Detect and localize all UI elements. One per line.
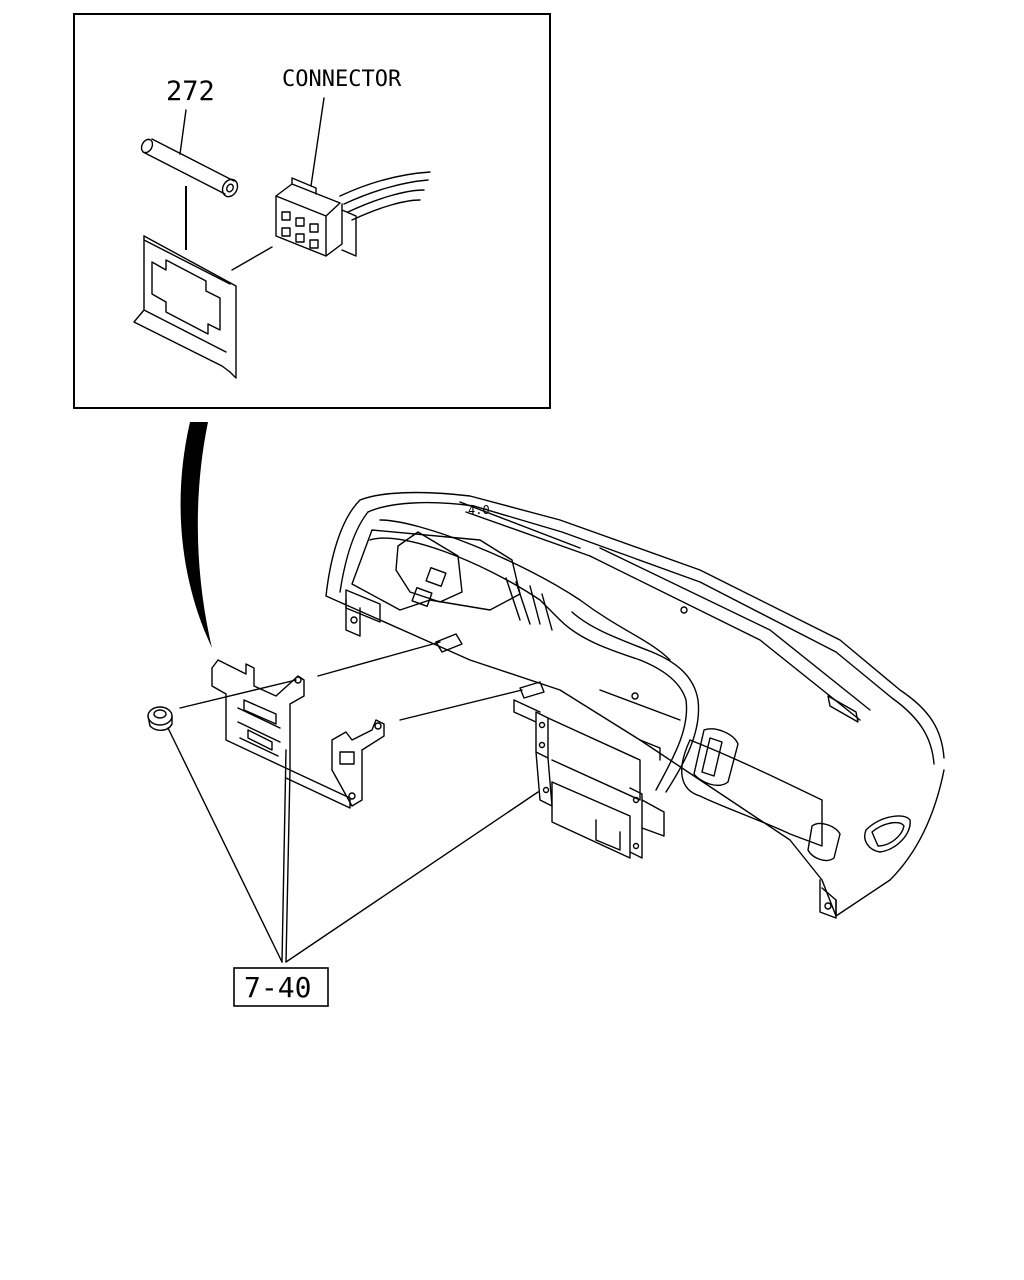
assembly-leaders	[179, 641, 523, 721]
leader-272	[179, 109, 187, 155]
detail-reference-arc	[180, 422, 212, 648]
callout-272: 272	[166, 76, 215, 107]
instrument-panel: 4.0	[325, 491, 945, 919]
svg-text:4.0: 4.0	[468, 503, 490, 517]
inset-frame	[73, 13, 551, 409]
detail-inset: 272 CONNECTOR	[73, 13, 551, 409]
ref-callout-7-40: 7-40	[233, 967, 329, 1007]
connector-body	[275, 171, 431, 257]
exploded-bracket	[211, 659, 385, 809]
leader-connector-bracket	[231, 246, 273, 271]
center-stack-bracket	[513, 699, 665, 859]
leader-connector	[310, 97, 325, 187]
mount-bracket-plate	[133, 235, 237, 379]
ref-7-40-label: 7-40	[244, 971, 311, 1004]
nut	[147, 706, 173, 731]
ref-7-40-leaders	[167, 727, 539, 963]
tube-part-272	[140, 138, 239, 198]
callout-connector: CONNECTOR	[282, 67, 402, 92]
